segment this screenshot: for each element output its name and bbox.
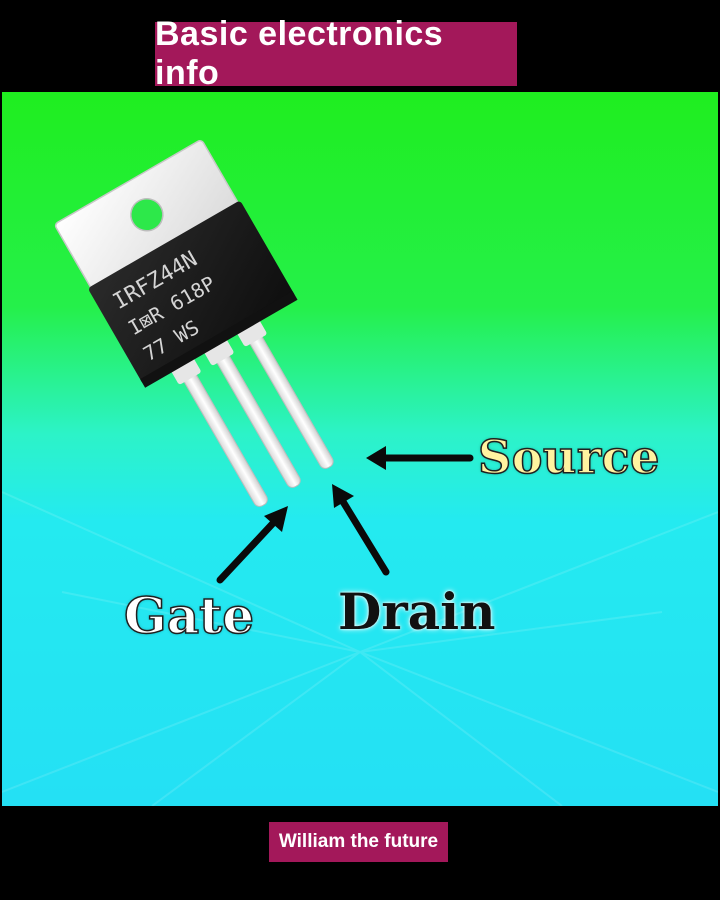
drain-arrow [332,484,390,576]
gate-arrow [216,506,288,584]
credit-banner: William the future [269,822,448,862]
gate-label: Gate [123,585,255,646]
transistor-diagram: IRFZ44N I⊠R 618P 77 WS [2,92,718,806]
drain-label: Drain [338,582,496,641]
transistor-to220: IRFZ44N I⊠R 618P 77 WS [54,140,334,507]
source-label: Source [477,429,660,485]
credit-text: William the future [278,831,439,852]
title-text: Basic electronics info [155,15,444,92]
transistor-diagram-panel: IRFZ44N I⊠R 618P 77 WS [2,92,718,806]
title-banner: Basic electronics info [155,15,517,92]
source-arrow [366,446,474,470]
